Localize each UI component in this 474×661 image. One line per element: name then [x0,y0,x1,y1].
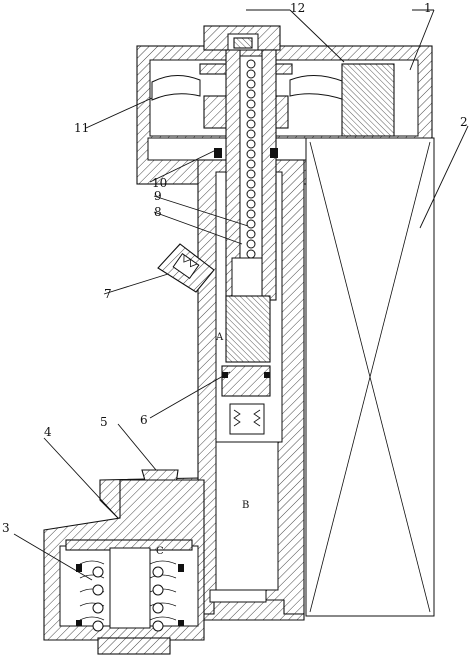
lower-spring [79,560,177,632]
chamber-labels: A B C [156,332,249,557]
top-cap [203,25,281,51]
label-chamber-a: A [215,332,224,343]
leader-lines [13,9,469,581]
label-part-6: 6 [140,413,148,427]
label-part-9: 9 [154,189,162,203]
central-shaft [225,49,277,363]
label-part-4: 4 [44,425,52,439]
side-check-valve [157,243,215,293]
label-part-11: 11 [74,121,89,135]
label-part-10: 10 [152,176,167,190]
label-part-1: 1 [424,1,432,15]
label-part-7: 7 [104,287,112,301]
label-chamber-b: B [242,500,249,511]
lower-housing [43,479,205,655]
label-part-2: 2 [460,115,468,129]
coil-block [305,137,435,617]
label-part-8: 8 [154,205,162,219]
shaft-seals [214,148,278,158]
label-chamber-c: C [156,546,164,557]
label-part-3: 3 [2,521,10,535]
ball-chain-spring [246,59,256,259]
part-number-labels: 1 2 3 4 5 6 7 8 9 10 11 12 [2,1,468,535]
piston-valve [221,365,271,435]
label-part-5: 5 [100,415,108,429]
label-part-12: 12 [290,1,305,15]
